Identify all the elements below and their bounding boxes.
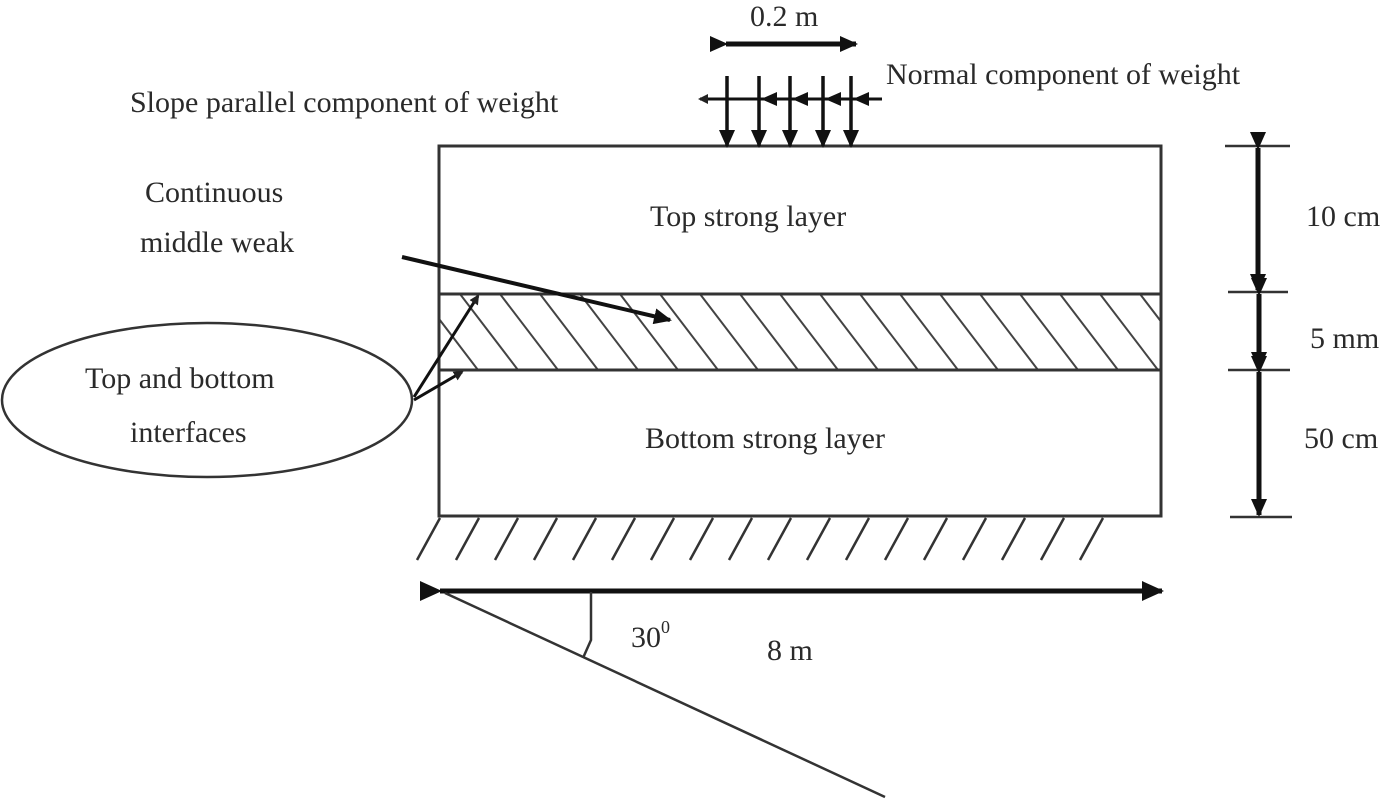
layer-block [380, 144, 1238, 518]
hatch-line [899, 294, 959, 370]
hatch-line [579, 294, 639, 370]
hatch-line [539, 294, 599, 370]
hatch-line [659, 294, 719, 370]
parallel-arrowhead [853, 92, 869, 106]
parallel-arrowhead [761, 92, 777, 106]
ground-hatch-line [961, 517, 988, 561]
slope-angle-label: 300 [631, 617, 670, 654]
hatch-line [1099, 294, 1159, 370]
parallel-component-label: Slope parallel component of weight [130, 86, 559, 119]
ground-hatch-line [610, 517, 637, 561]
normal-component-label: Normal component of weight [886, 58, 1241, 91]
ground-hatch-line [649, 517, 676, 561]
load-arrows [698, 76, 882, 148]
bottom-thickness-label: 50 cm [1304, 422, 1378, 455]
bottom-layer-label: Bottom strong layer [645, 422, 885, 455]
ground-hatch-line [1000, 517, 1027, 561]
layer-middle-hatch [380, 294, 1238, 370]
hatch-line [739, 294, 799, 370]
hatch-line [1019, 294, 1079, 370]
hatch-line [380, 294, 438, 370]
top-thickness-label: 10 cm [1306, 200, 1380, 233]
weak-layer-callout-line2: middle weak [140, 226, 294, 259]
weak-layer-callout-line1: Continuous [145, 176, 283, 209]
hatch-line [979, 294, 1039, 370]
ground-hatch-line [805, 517, 832, 561]
top-interface-pointer-arrow [412, 294, 480, 398]
slope-angle-arc [581, 592, 593, 659]
interfaces-callout-line1: Top and bottom [85, 362, 275, 395]
bottom-interface-pointer-arrow [413, 370, 464, 402]
ground-hatch-line [922, 517, 949, 561]
ground-hatch-line [1078, 517, 1105, 561]
ground-support-hatch [415, 517, 1105, 561]
ground-hatch-line [883, 517, 910, 561]
layer-bottom [437, 368, 1163, 518]
hatch-line [819, 294, 879, 370]
layer-middle [437, 292, 1163, 372]
parallel-arrowhead [825, 92, 841, 106]
hatch-line [1139, 294, 1160, 322]
ground-hatch-line [571, 517, 598, 561]
ground-hatch-line [532, 517, 559, 561]
parallel-arrowhead [792, 92, 808, 106]
ground-hatch-line [1039, 517, 1066, 561]
top-layer-label: Top strong layer [650, 200, 846, 233]
interfaces-callout-ellipse [0, 321, 414, 479]
length-label: 8 m [767, 634, 813, 667]
hatch-line [859, 294, 919, 370]
hatch-line [619, 294, 679, 370]
ground-hatch-line [844, 517, 871, 561]
hatch-line [1180, 294, 1238, 370]
ground-hatch-line [688, 517, 715, 561]
hatch-line [939, 294, 999, 370]
hatch-line [1059, 294, 1119, 370]
hatch-line [499, 294, 559, 370]
ground-hatch-line [454, 517, 481, 561]
slope-line [444, 591, 886, 799]
middle-thickness-label: 5 mm [1310, 322, 1379, 355]
ground-hatch-line [493, 517, 520, 561]
load-width-label: 0.2 m [750, 0, 818, 33]
ground-hatch-line [415, 517, 442, 561]
hatch-line [779, 294, 839, 370]
interfaces-callout-line2: interfaces [130, 416, 247, 449]
hatch-line [440, 318, 479, 370]
ground-hatch-line [727, 517, 754, 561]
hatch-line [699, 294, 759, 370]
thickness-dimensions [1225, 132, 1292, 519]
ground-hatch-line [766, 517, 793, 561]
weak-layer-pointer-arrow [401, 255, 672, 325]
